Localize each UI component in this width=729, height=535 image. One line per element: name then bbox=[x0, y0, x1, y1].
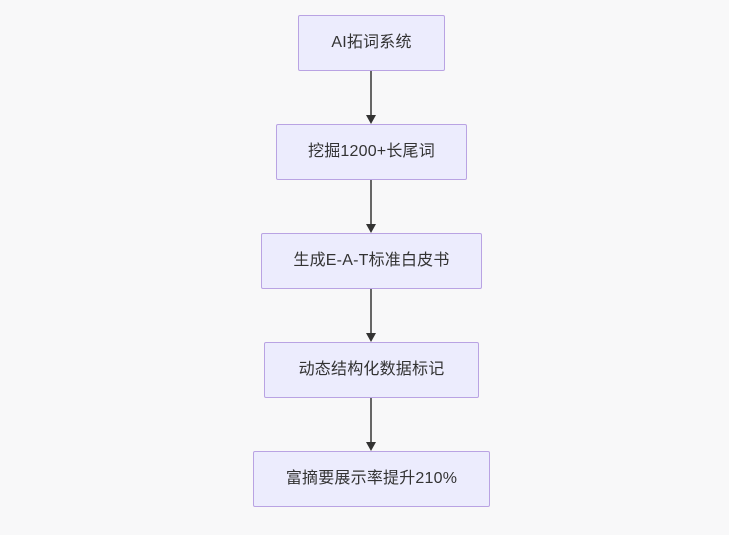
flow-node-label: AI拓词系统 bbox=[331, 34, 412, 52]
flow-edge-2 bbox=[359, 180, 383, 233]
flow-node-ai-keyword-system[interactable]: AI拓词系统 bbox=[298, 15, 445, 71]
flow-node-generate-eat-whitepaper[interactable]: 生成E-A-T标准白皮书 bbox=[261, 233, 482, 289]
flow-node-label: 生成E-A-T标准白皮书 bbox=[293, 252, 450, 270]
flow-node-rich-snippet-impression-uplift[interactable]: 富摘要展示率提升210% bbox=[253, 451, 490, 507]
flow-node-dynamic-structured-data-markup[interactable]: 动态结构化数据标记 bbox=[264, 342, 479, 398]
arrow-down-icon bbox=[366, 180, 376, 233]
arrow-down-icon bbox=[366, 398, 376, 451]
flow-edge-1 bbox=[359, 71, 383, 124]
flow-node-label: 富摘要展示率提升210% bbox=[285, 470, 458, 488]
flow-edge-3 bbox=[359, 289, 383, 342]
arrow-down-icon bbox=[366, 289, 376, 342]
flow-node-mine-longtail-keywords[interactable]: 挖掘1200+长尾词 bbox=[276, 124, 467, 180]
flow-node-label: 动态结构化数据标记 bbox=[298, 361, 445, 379]
flow-node-label: 挖掘1200+长尾词 bbox=[308, 143, 435, 161]
arrow-down-icon bbox=[366, 71, 376, 124]
flow-edge-4 bbox=[359, 398, 383, 451]
